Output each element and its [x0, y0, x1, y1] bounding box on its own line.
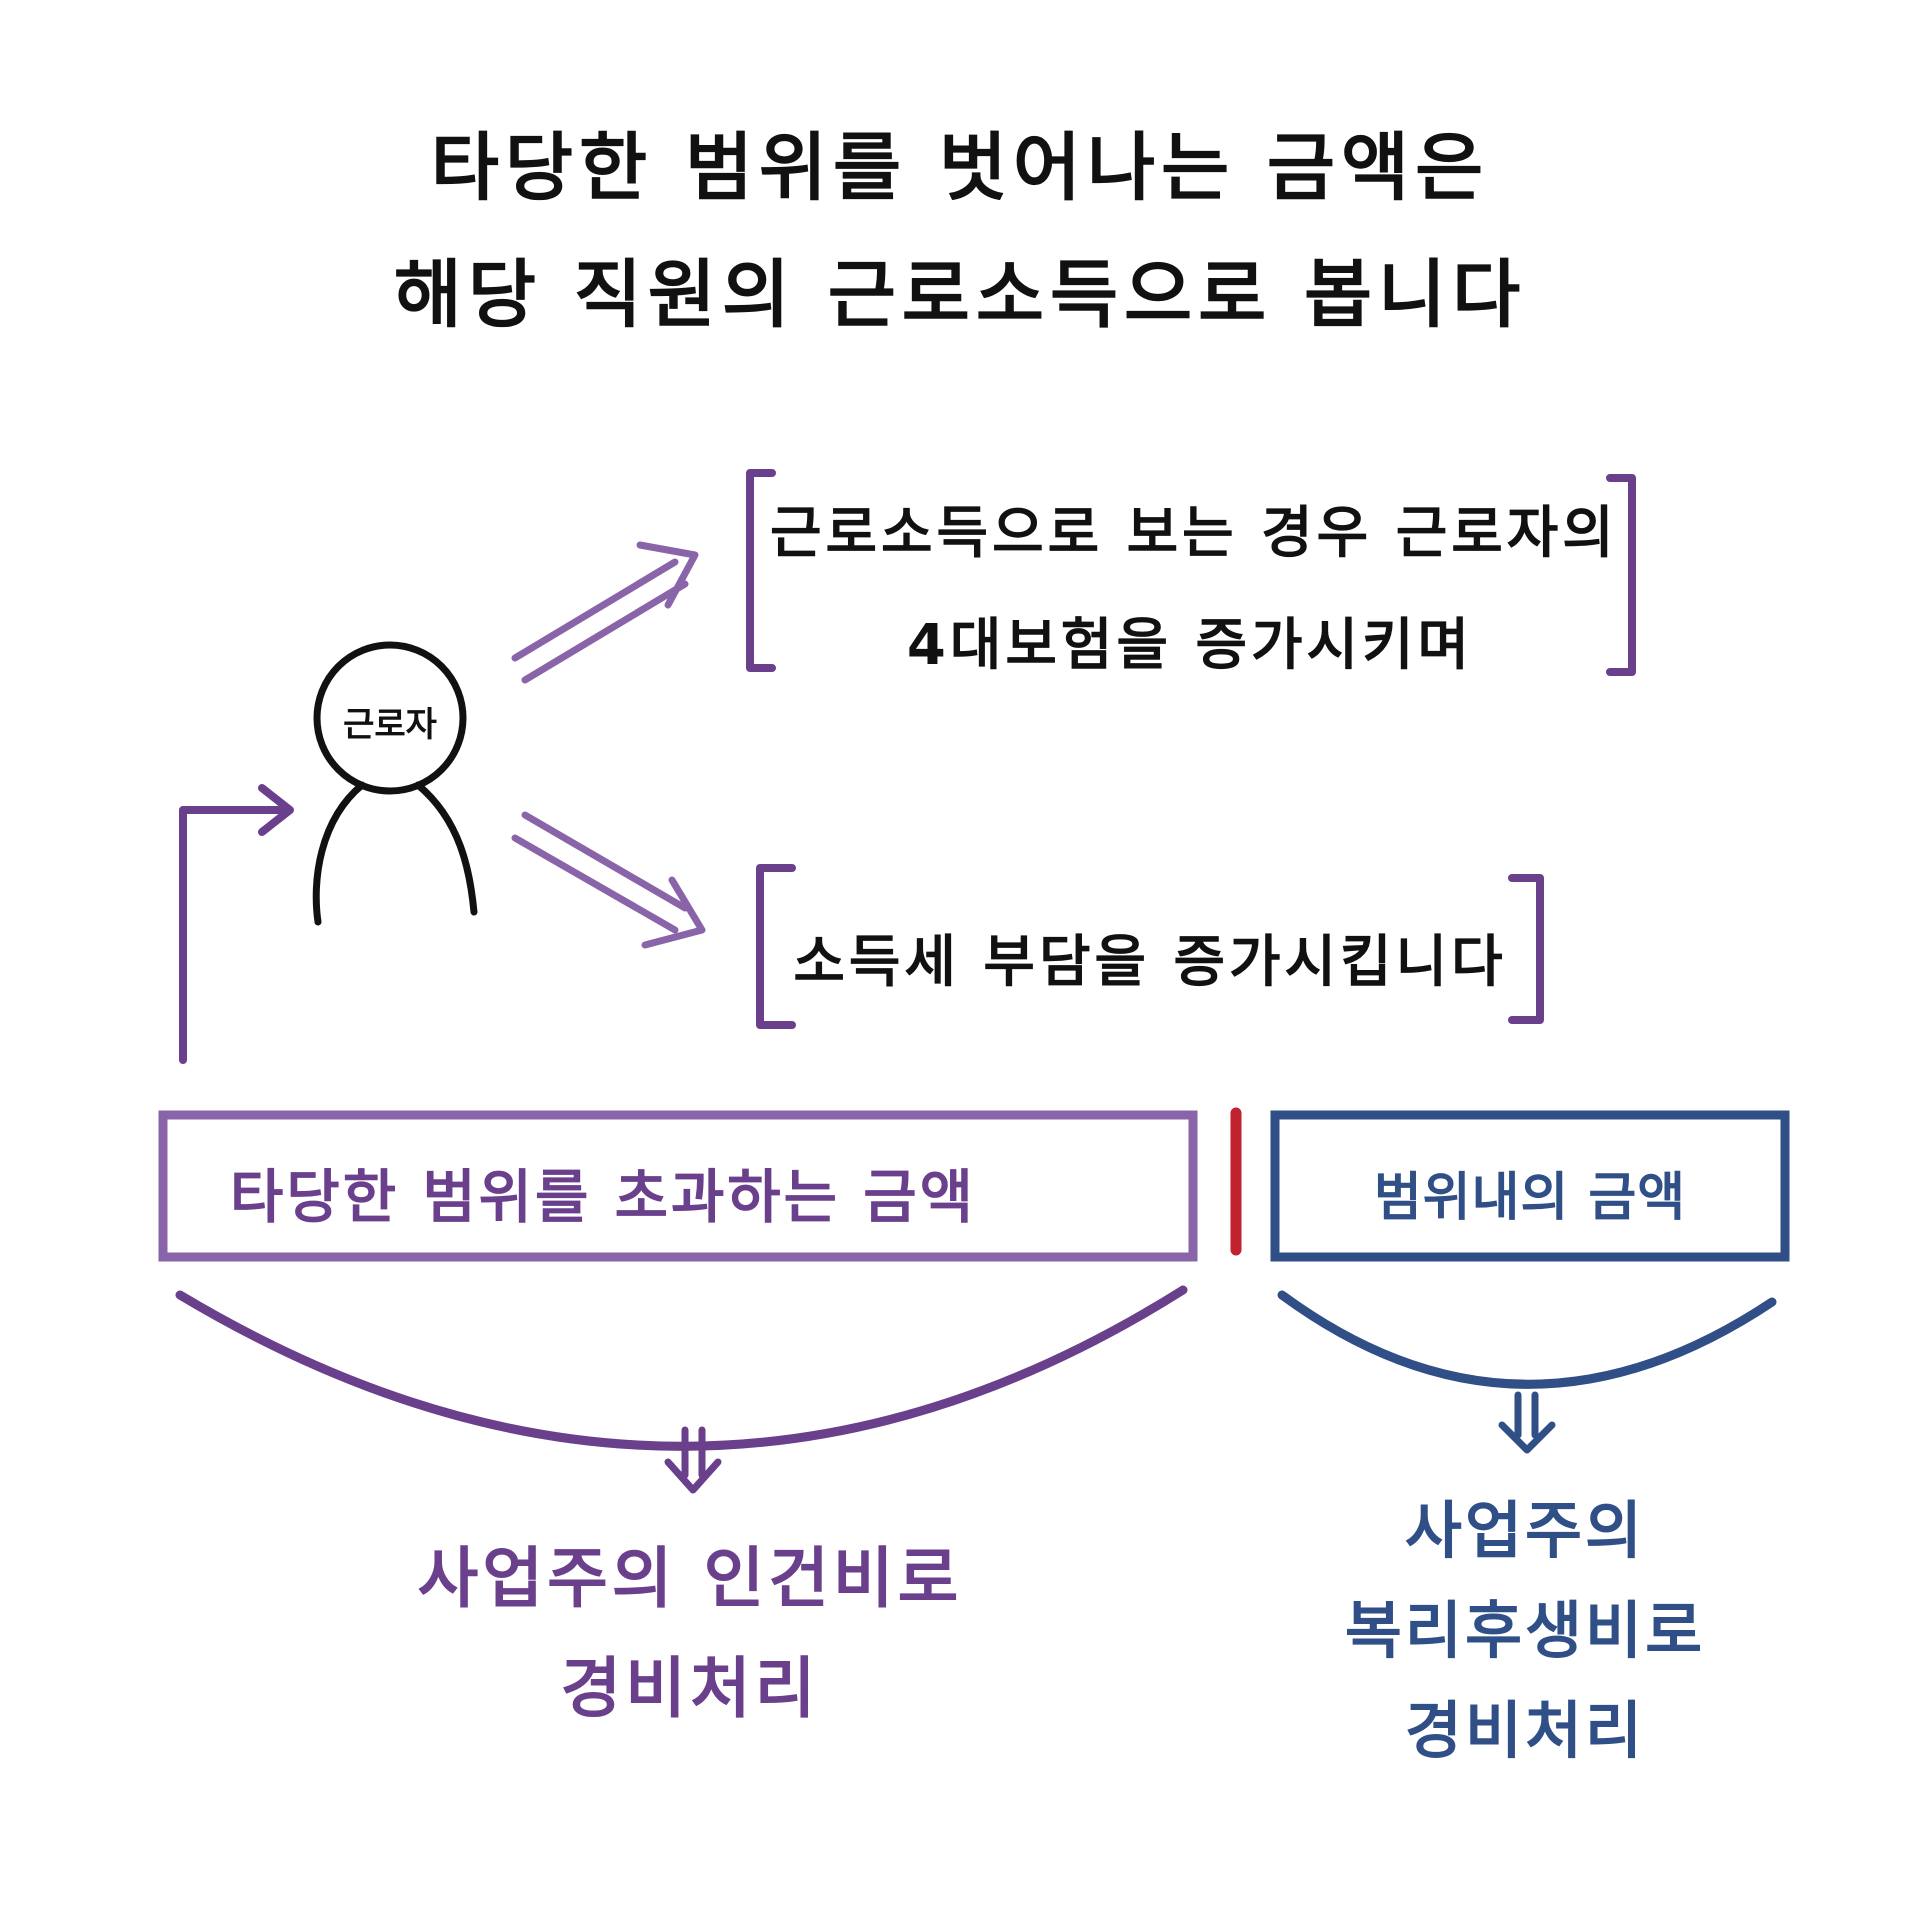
within-result-line-3: 경비처리 [1404, 1694, 1646, 1767]
worker-label: 근로자 [343, 705, 437, 745]
worker-figure [312, 641, 478, 926]
down-arrow-within [1498, 1391, 1556, 1454]
insurance-text-line-2: 4대보험을 증가시키며 [906, 613, 1474, 678]
excess-result-line-2: 경비처리 [560, 1650, 820, 1727]
tax-text: 소득세 부담을 증가시킵니다 [793, 930, 1507, 995]
insurance-brackets [746, 469, 1636, 676]
arrow-to-insurance [511, 541, 699, 684]
within-box [1270, 1110, 1790, 1262]
excess-box-label: 타당한 범위를 초과하는 금액 [230, 1163, 976, 1231]
within-brace [1277, 1290, 1777, 1389]
worker-body-left [312, 781, 366, 926]
up-elbow-arrow [179, 784, 294, 1064]
within-result-line-2: 복리후생비로 [1344, 1594, 1706, 1667]
worker-head [313, 641, 467, 795]
arrow-to-tax [511, 811, 706, 949]
title-line-1: 타당한 범위를 벗어나는 금액은 [430, 125, 1490, 211]
tax-brackets [756, 864, 1544, 1029]
insurance-text-line-1: 근로소득으로 보는 경우 근로자의 [770, 501, 1618, 566]
down-arrow-excess [664, 1426, 722, 1494]
excess-box [158, 1110, 1198, 1262]
within-box-label: 범위내의 금액 [1373, 1168, 1687, 1228]
excess-result-line-1: 사업주의 인건비로 [417, 1540, 963, 1617]
within-result-line-1: 사업주의 [1404, 1494, 1646, 1567]
worker-body-right [414, 781, 478, 916]
excess-brace [175, 1285, 1188, 1451]
title-line-2: 해당 직원의 근로소득으로 봅니다 [393, 252, 1527, 338]
